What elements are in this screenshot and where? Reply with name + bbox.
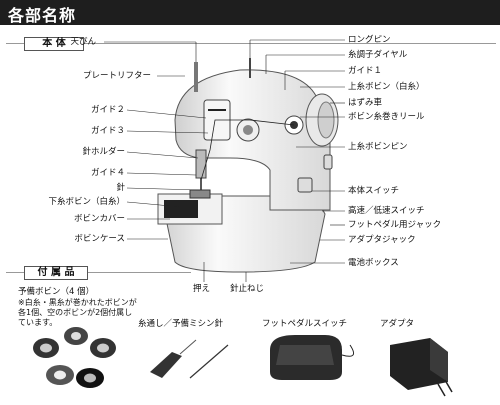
label-presser-foot: 押え [193,284,211,294]
label-bobbin-winder: ボビン糸巻きリール [348,112,425,122]
label-tension-dial: 糸調子ダイヤル [348,50,408,60]
label-needle-holder: 針ホルダー [82,147,125,157]
label-plate-lifter: プレートリフター [82,71,151,81]
page-title: 各部名称 [8,6,77,25]
section-body-label: 本 体 [24,37,84,51]
label-guide-3: ガイド３ [90,126,125,136]
label-bobbin-case: ボビンケース [74,234,125,244]
label-guide-2: ガイド２ [90,105,125,115]
page-header: 各部名称 [0,0,500,25]
label-guide-1: ガイド１ [348,66,383,76]
label-lower-bobbin: 下糸ボビン（白糸） [48,197,125,207]
accessory-threader-needle: 糸通し／予備ミシン針 [138,319,224,329]
accessory-foot-pedal: フットペダルスイッチ [262,319,348,329]
section-accessories-header: 付 属 品 [6,266,496,280]
label-bobbin-cover: ボビンカバー [73,214,125,224]
label-battery-box: 電池ボックス [348,258,399,268]
label-upper-bobbin: 上糸ボビン（白糸） [348,82,425,92]
label-power-switch: 本体スイッチ [348,186,400,196]
section-body-header: 本 体 [6,37,496,51]
label-upper-bobbin-pin: 上糸ボビンピン [348,142,408,152]
foot-pedal-image [270,335,355,380]
label-guide-4: ガイド４ [90,168,125,178]
spare-bobbins-title: 予備ボビン（4 個） [18,287,95,297]
label-needle-screw: 針止ねじ [230,284,265,294]
spare-bobbins-image [33,327,116,388]
label-hand-wheel: はずみ車 [348,98,383,108]
label-balance-wheel: 天びん [70,37,96,47]
label-long-pin: ロングピン [348,35,391,45]
label-adapter-jack: アダプタジャック [348,235,416,245]
spare-bobbins-note: ※白糸・黒糸が巻かれたボビンが各1個、空のボビンが2個付属しています。 [18,298,137,327]
section-accessories-label: 付 属 品 [24,266,88,280]
threader-needle-image [150,339,229,379]
adapter-image [390,338,453,397]
label-speed-switch: 高速／低速スイッチ [348,206,425,216]
accessory-adapter: アダプタ [380,319,415,329]
label-needle: 針 [116,183,125,193]
label-pedal-jack: フットペダル用ジャック [348,220,442,230]
